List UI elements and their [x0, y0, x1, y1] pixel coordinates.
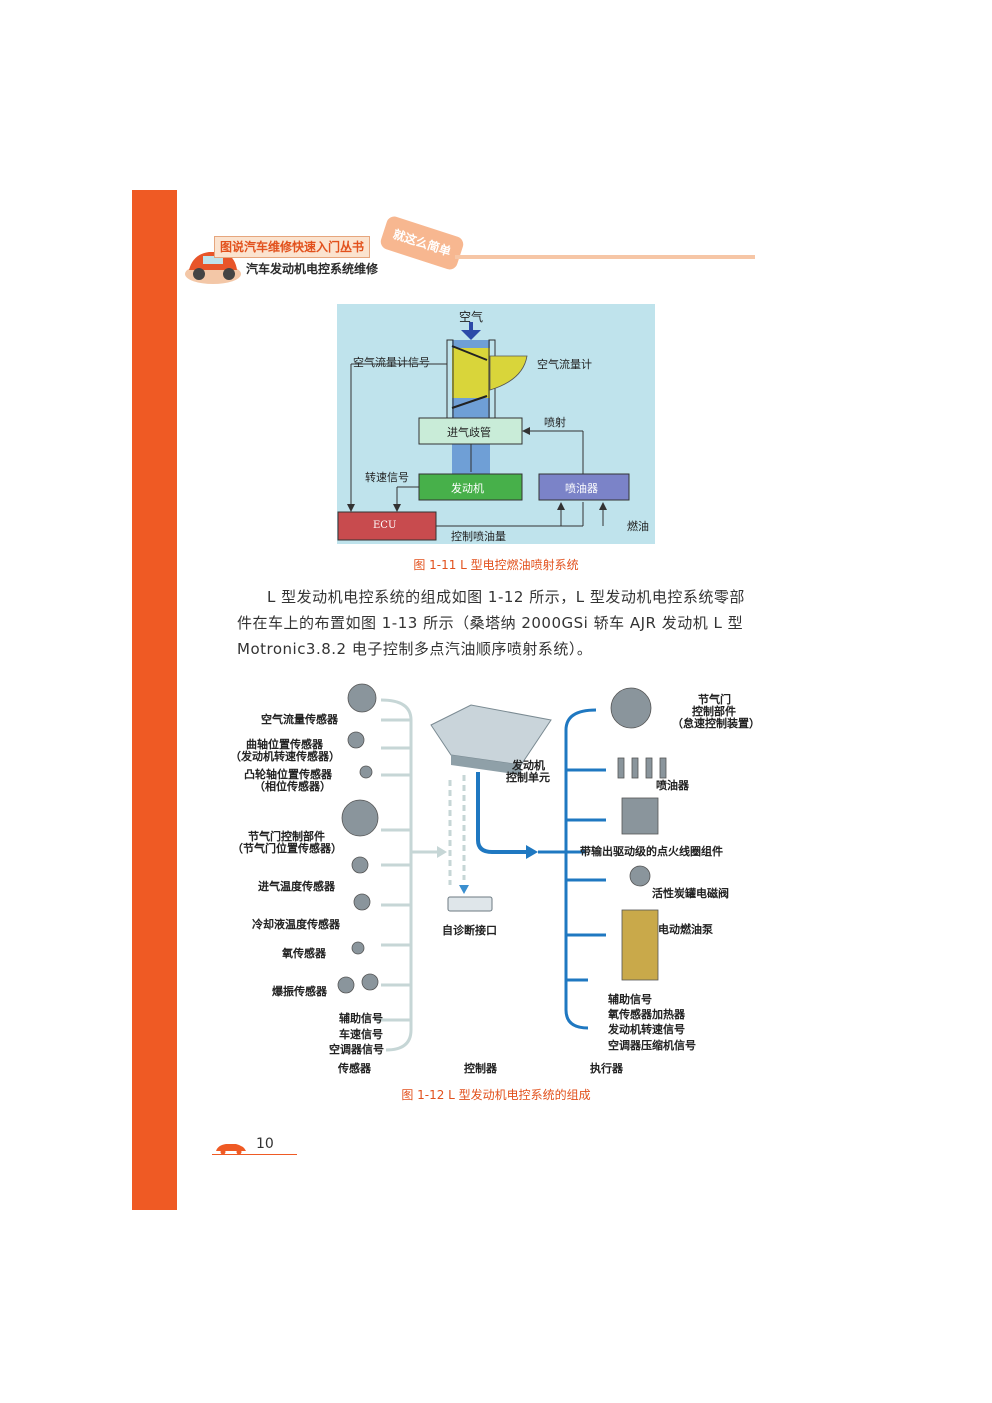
- car-icon: [214, 1140, 248, 1155]
- book-title: 汽车发动机电控系统维修: [246, 262, 379, 276]
- ecu-label: 发动机: [512, 759, 545, 772]
- injector-label: 喷油器: [565, 482, 598, 495]
- sensor-label: 车速信号: [339, 1028, 383, 1041]
- header-rule: [455, 255, 755, 259]
- sensor-label: 空气流量传感器: [261, 713, 338, 726]
- ecu-label: ECU: [373, 520, 397, 531]
- page-number: 10: [256, 1136, 274, 1152]
- ecu-label: 控制单元: [506, 771, 550, 784]
- sensor-label: （发动机转速传感器）: [230, 750, 340, 763]
- column-label-controller: 控制器: [464, 1062, 497, 1075]
- footer-rule: [212, 1154, 297, 1155]
- actuator-label: 电动燃油泵: [658, 923, 713, 936]
- figure2-caption: 图 1-12 L 型发动机电控系统的组成: [401, 1088, 591, 1102]
- column-label-sensors: 传感器: [338, 1062, 371, 1075]
- actuator-label: 活性炭罐电磁阀: [652, 887, 729, 900]
- sensor-label: 节气门控制部件: [248, 830, 325, 843]
- sensor-label: 空调器信号: [329, 1043, 384, 1056]
- air-flow-signal-label: 空气流量计信号: [353, 356, 430, 369]
- actuator-label: 氧传感器加热器: [608, 1008, 685, 1021]
- sensor-label: 曲轴位置传感器: [246, 738, 323, 751]
- actuator-label: 带输出驱动级的点火线圈组件: [580, 845, 723, 858]
- sensor-label: （节气门位置传感器）: [232, 842, 342, 855]
- sensor-label: 进气温度传感器: [258, 880, 335, 893]
- engine-label: 发动机: [451, 482, 484, 495]
- actuator-label: 控制部件: [692, 705, 736, 718]
- actuator-label: 辅助信号: [608, 993, 652, 1006]
- series-title: 图说汽车维修快速入门丛书: [214, 236, 370, 258]
- sensor-label: 冷却液温度传感器: [252, 918, 340, 931]
- actuator-label: （怠速控制装置）: [672, 717, 760, 730]
- actuator-label: 空调器压缩机信号: [608, 1039, 696, 1052]
- intake-manifold-label: 进气歧管: [447, 426, 491, 439]
- sensor-label: （相位传感器）: [254, 780, 331, 793]
- slogan-badge: 就这么简单: [378, 214, 466, 272]
- fuel-label: 燃油: [627, 520, 649, 533]
- system-composition-diagram: 空气流量传感器 曲轴位置传感器 （发动机转速传感器） 凸轮轴位置传感器 （相位传…: [226, 680, 766, 1080]
- sensor-label: 凸轮轴位置传感器: [244, 768, 332, 781]
- sensor-label: 爆振传感器: [272, 985, 327, 998]
- actuator-label: 节气门: [698, 693, 731, 706]
- sensor-label: 氧传感器: [282, 947, 326, 960]
- fuel-injection-diagram: 空气 空气流量计信号 空气流量计 喷射 进气歧管 转速信号 发动机 喷油器 EC…: [337, 304, 655, 544]
- air-flow-meter-label: 空气流量计: [537, 358, 592, 371]
- side-color-bar: [132, 190, 177, 1210]
- sensor-label: 辅助信号: [339, 1012, 383, 1025]
- speed-signal-label: 转速信号: [365, 471, 409, 484]
- injection-label: 喷射: [544, 416, 566, 429]
- column-label-actuators: 执行器: [590, 1062, 623, 1075]
- body-paragraph: L 型发动机电控系统的组成如图 1-12 所示，L 型发动机电控系统零部件在车上…: [237, 588, 745, 658]
- diagnostic-port-label: 自诊断接口: [442, 924, 497, 937]
- figure1-caption: 图 1-11 L 型电控燃油喷射系统: [413, 558, 579, 572]
- control-injection-label: 控制喷油量: [451, 530, 506, 543]
- actuator-label: 发动机转速信号: [608, 1023, 685, 1036]
- actuator-label: 喷油器: [656, 779, 689, 792]
- air-label: 空气: [459, 310, 484, 324]
